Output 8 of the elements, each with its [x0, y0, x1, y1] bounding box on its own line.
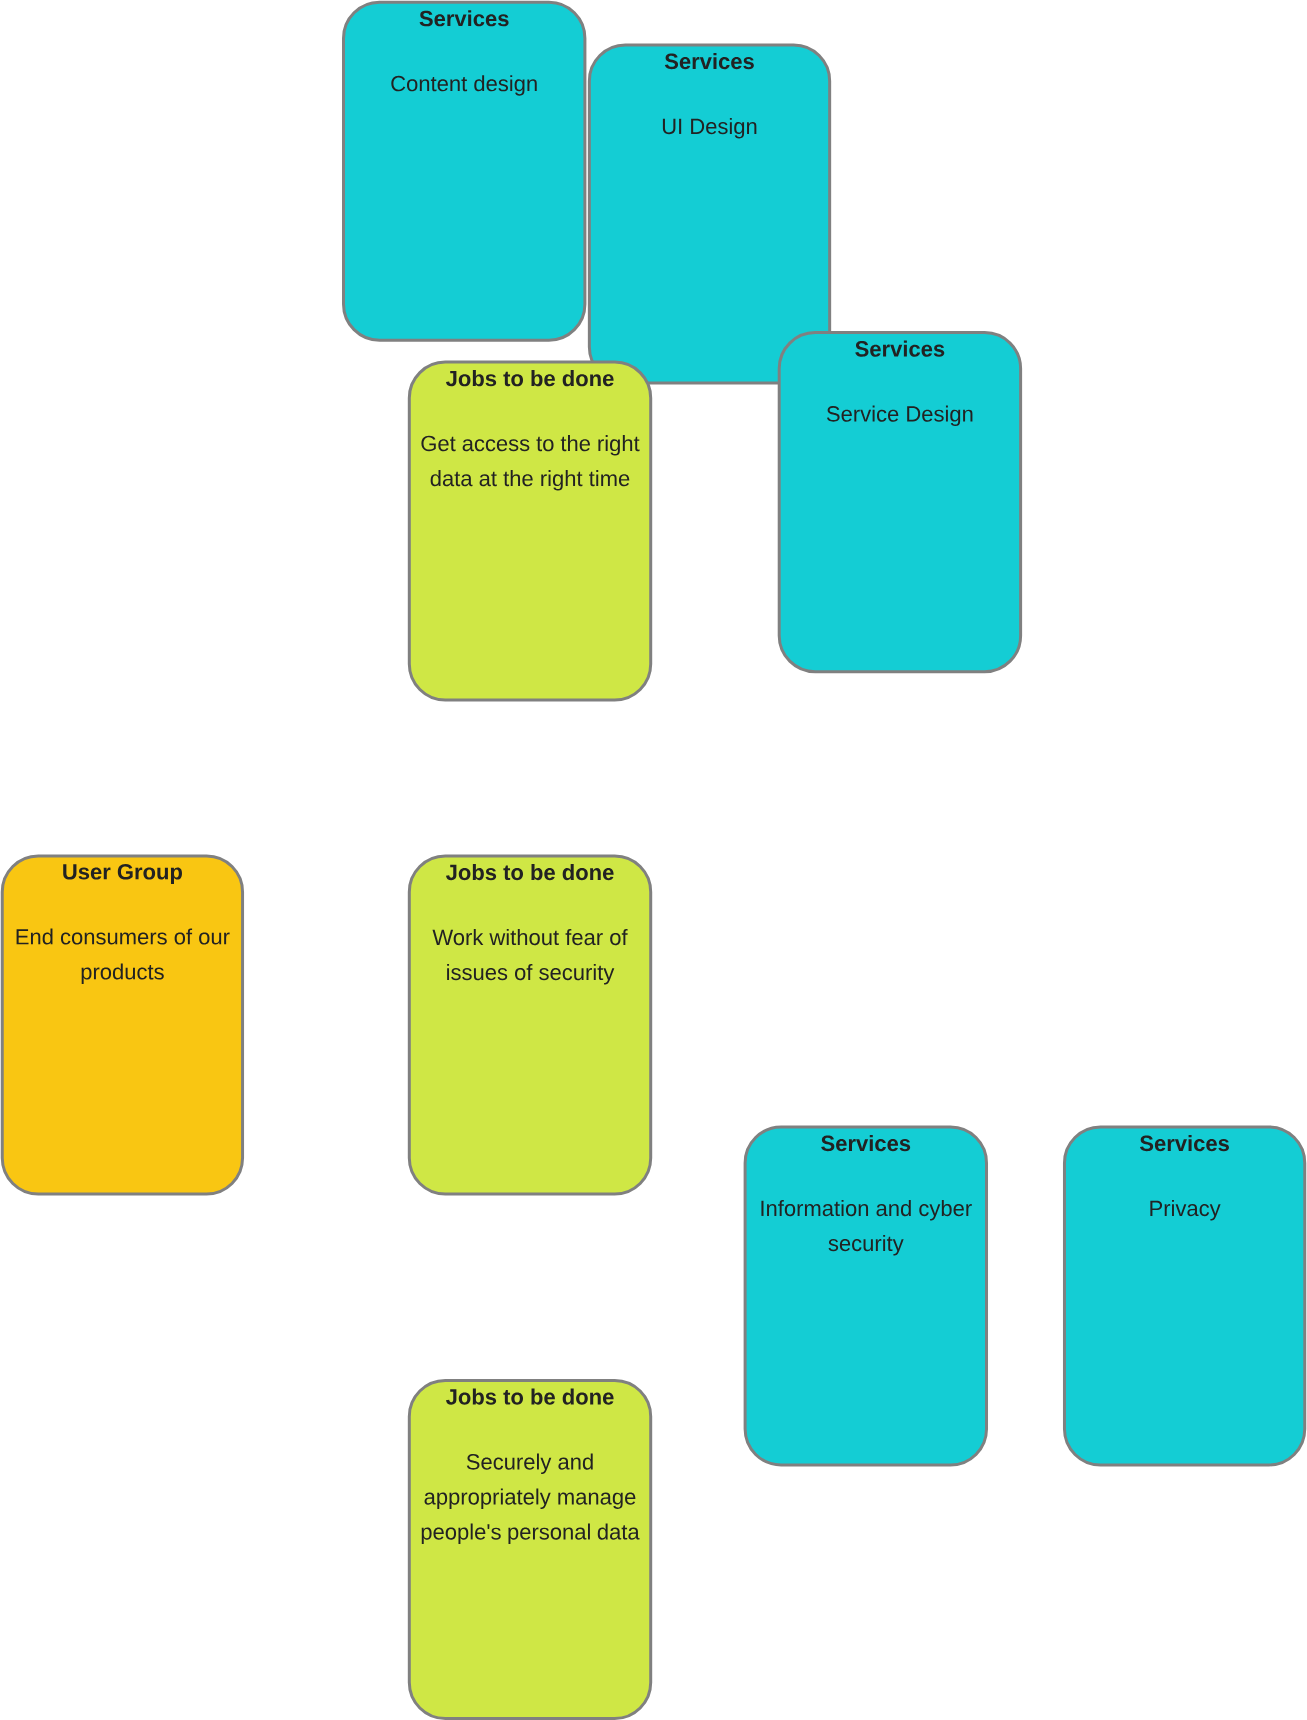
- card: Services Privacy: [1062, 1125, 1307, 1467]
- card: User Group End consumers of our products: [0, 854, 245, 1196]
- card: Jobs to be done Get access to the right data at the right time: [407, 360, 653, 702]
- card: Services Service Design: [777, 331, 1023, 674]
- card: Jobs to be done Work without fear of issues of security: [407, 854, 653, 1196]
- card: Jobs to be done Securely and appropriately manage people's personal data: [407, 1379, 653, 1720]
- card: Services Information and cyber security: [743, 1125, 988, 1467]
- card: Services Content design: [342, 0, 587, 342]
